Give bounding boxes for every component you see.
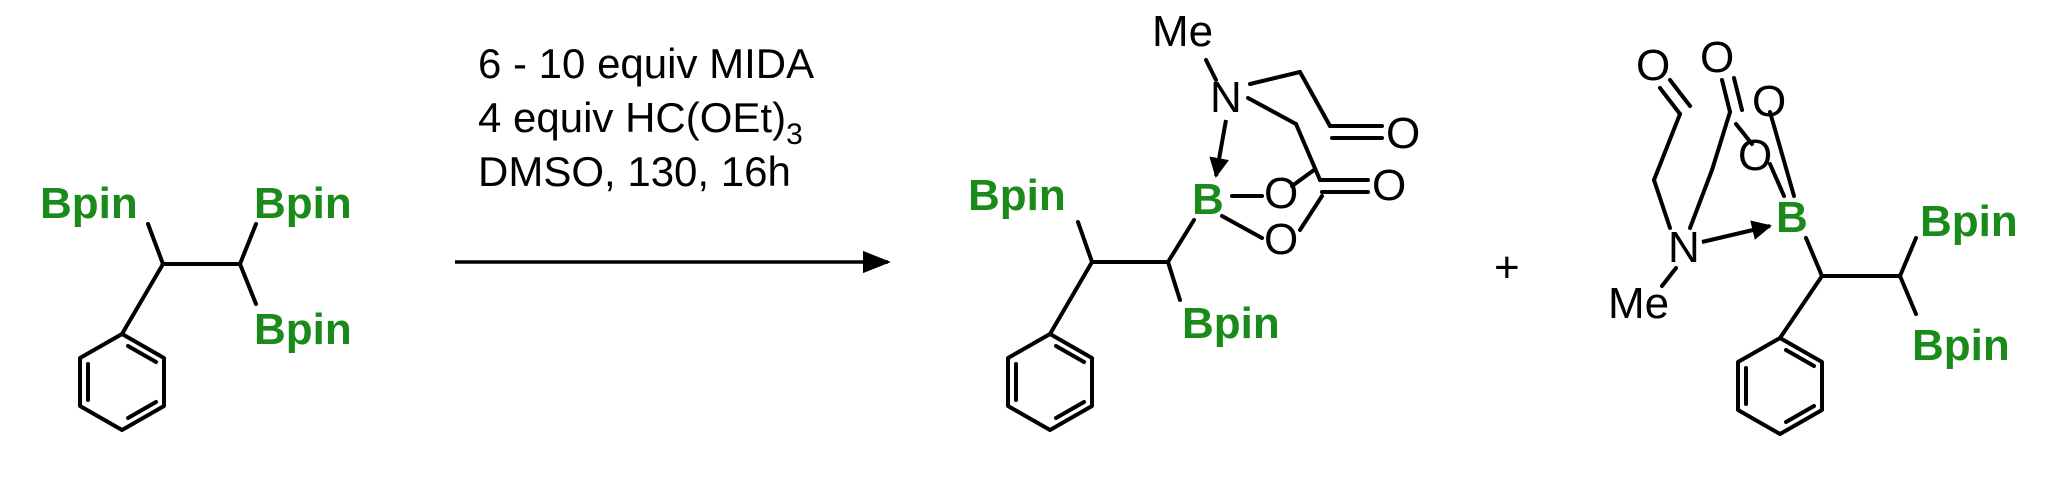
plus-sign: + — [1494, 243, 1520, 292]
product-1-bond-ring-c1 — [1048, 260, 1094, 336]
product-1-bond-c1-bpin — [1076, 220, 1094, 264]
product-1-bond-o2-c — [1298, 194, 1324, 232]
product-1-bond-o1-c — [1290, 168, 1316, 188]
product-1-boron: B — [1192, 175, 1224, 224]
product-1-bond-n-me — [1204, 58, 1218, 82]
product-2-bond-o2-b — [1768, 110, 1796, 198]
product-2-ring-outline — [1736, 336, 1824, 436]
product-2-dative-bond — [1701, 220, 1772, 244]
product-1-methyl: Me — [1152, 7, 1213, 56]
product-2-bond-ch2-co-a — [1652, 112, 1682, 182]
reactant-bpin-2: Bpin — [254, 179, 352, 228]
product-2-bpin-top: Bpin — [1920, 197, 2018, 246]
product-1-oxygen-carbonyl-a: O — [1386, 109, 1420, 158]
product-1-bond-b-o2 — [1220, 214, 1264, 240]
product-2-bond-c2-bpin-bottom — [1898, 274, 1918, 316]
product-2-ring-double-1 — [1784, 348, 1816, 368]
product-1-bond-c2-bpin — [1166, 260, 1182, 302]
product-2-carbonyl-a-1 — [1658, 86, 1682, 116]
product-2-carbonyl-b-2 — [1732, 76, 1744, 112]
reactant-bond-c2-b-bottom — [238, 262, 258, 306]
product-1-phenyl-ring — [1006, 332, 1094, 432]
product-1-bond-ch2-co-a — [1298, 70, 1332, 128]
product-1-bond-n-ch2-a — [1248, 70, 1302, 86]
condition-line-1: 6 - 10 equiv MIDA — [478, 40, 814, 87]
reactant-ring-double-1 — [126, 344, 158, 364]
reactant-bpin-3: Bpin — [254, 305, 352, 354]
condition-line-2: 4 equiv HC(OEt)3 — [478, 94, 803, 151]
reactant-bond-c2-b-top — [238, 222, 258, 266]
product-1-ring-double-1 — [1054, 344, 1086, 364]
reactant-phenyl-ring — [78, 332, 166, 432]
product-2-bond-c1-b — [1804, 236, 1824, 278]
condition-line-3: DMSO, 130, 16h — [478, 148, 791, 195]
product-1-dative-bond — [1209, 119, 1230, 178]
product-2-bond-ch2-co-b — [1710, 110, 1732, 172]
reactant-bpin-1: Bpin — [40, 179, 138, 228]
product-2-bpin-bottom: Bpin — [1912, 321, 2010, 370]
product-1-bpin-bottom: Bpin — [1182, 299, 1280, 348]
product-1-bpin-top: Bpin — [968, 171, 1066, 220]
product-2-carbonyl-a-2 — [1668, 78, 1692, 108]
product-2-nitrogen: N — [1668, 223, 1700, 272]
product-1-ring-outline — [1006, 332, 1094, 432]
product-1-bond-ch2-co-b — [1294, 122, 1322, 182]
product-1-bond-c2-b — [1166, 218, 1196, 264]
product-2-phenyl-ring — [1736, 336, 1824, 436]
product-2-oxygen-ring-2: O — [1738, 131, 1772, 180]
product-2-oxygen-carbonyl-b: O — [1700, 33, 1734, 82]
product-2-bond-o1-b — [1768, 162, 1786, 198]
product-2-bond-n-ch2-b — [1688, 168, 1714, 230]
product-1-molecule: Bpin Bpin B N Me O O O O — [968, 7, 1420, 432]
product-2-boron: B — [1776, 193, 1808, 242]
product-2-molecule: Bpin Bpin B N Me O O O O — [1608, 33, 2018, 436]
product-2-oxygen-ring-1: O — [1752, 77, 1786, 126]
product-2-bond-c-o1 — [1734, 122, 1754, 146]
reactant-bond-ring-c1 — [120, 262, 165, 336]
product-2-ring-double-2 — [1784, 404, 1816, 424]
product-2-bond-ring-c1 — [1778, 274, 1824, 340]
condition-line-2-main: 4 equiv HC(OEt) — [478, 94, 786, 141]
reactant-ring-outline — [78, 332, 166, 432]
product-1-oxygen-ring-1: O — [1264, 169, 1298, 218]
reaction-conditions: 6 - 10 equiv MIDA 4 equiv HC(OEt)3 DMSO,… — [478, 40, 814, 195]
product-2-bond-n-ch2-a — [1652, 178, 1672, 230]
product-2-bond-n-me — [1660, 266, 1678, 288]
product-1-ring-double-2 — [1054, 400, 1086, 420]
product-2-carbonyl-b-1 — [1720, 78, 1732, 114]
product-1-bond-n-ch2-b — [1246, 96, 1298, 126]
reactant-bond-c1-b — [146, 222, 165, 266]
product-1-oxygen-ring-2: O — [1264, 215, 1298, 264]
product-2-methyl: Me — [1608, 279, 1669, 328]
reactant-ring-double-2 — [126, 400, 158, 420]
product-2-bond-c2-bpin-top — [1898, 236, 1918, 278]
condition-line-2-subscript: 3 — [786, 118, 803, 151]
reactant-molecule: Bpin Bpin Bpin — [40, 179, 352, 432]
product-1-oxygen-carbonyl-b: O — [1372, 161, 1406, 210]
product-2-oxygen-carbonyl-a: O — [1636, 41, 1670, 90]
